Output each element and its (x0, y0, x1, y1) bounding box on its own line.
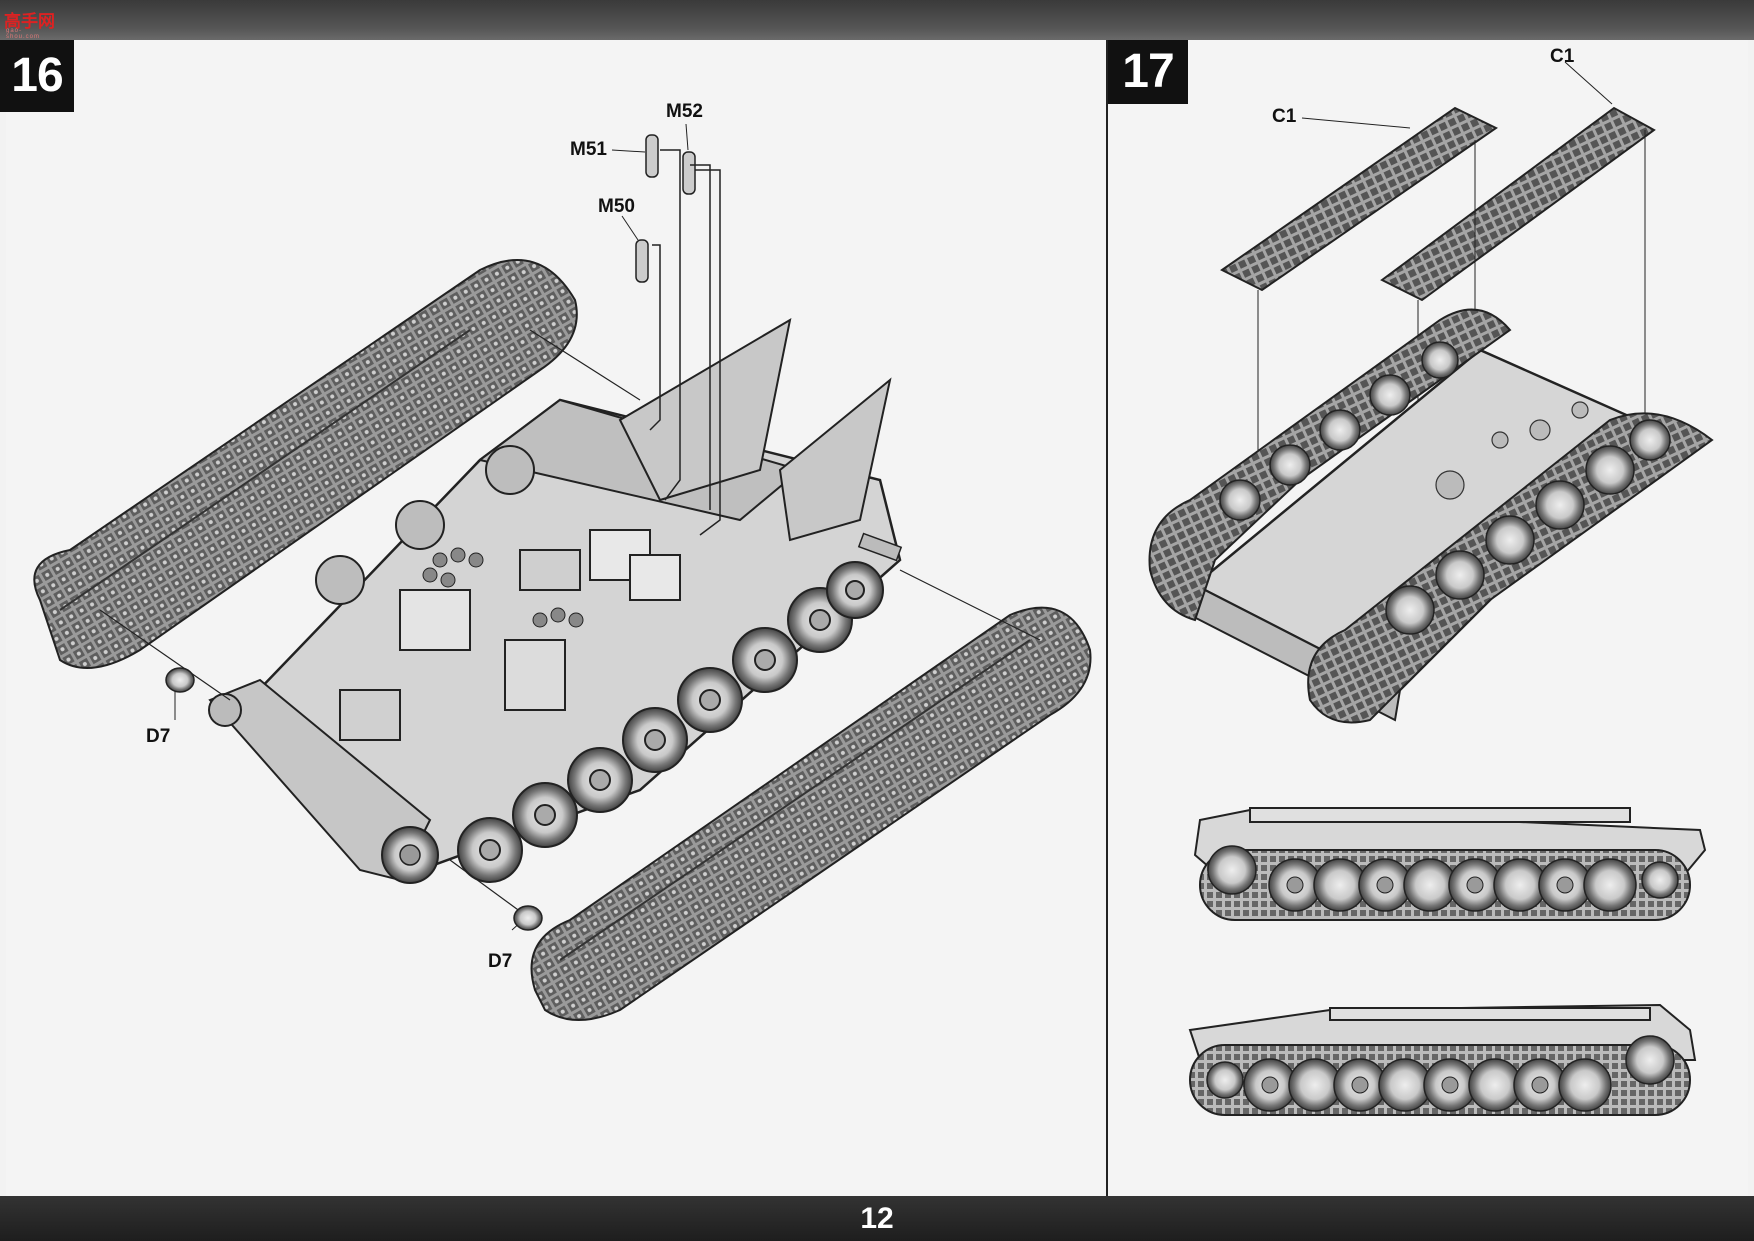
label-m52: M52 (666, 101, 703, 122)
footer-band: 12 (0, 1196, 1754, 1241)
step-16-badge: 16 (0, 40, 74, 112)
side-view-right (1193, 807, 1707, 921)
top-scan-band (0, 0, 1754, 40)
step-16-drawing (33, 123, 1092, 1021)
side-view-left (1188, 1003, 1697, 1116)
label-d7-left: D7 (146, 726, 171, 747)
page-number: 12 (860, 1201, 894, 1235)
watermark-subtext: gao-shou.com (6, 28, 41, 40)
step-17-badge: 17 (1108, 40, 1188, 104)
step-divider (1106, 40, 1108, 1196)
label-d7-right: D7 (488, 951, 513, 972)
right-track-run (530, 606, 1092, 1021)
label-c1-left: C1 (1272, 106, 1297, 127)
watermark-text: 高手网 (4, 11, 55, 31)
watermark-logo: 高手网 gao-shou.com (4, 6, 55, 41)
step-17-drawing (1148, 61, 1714, 1116)
label-m51: M51 (570, 139, 607, 160)
road-wheels-16 (315, 445, 884, 883)
left-track-run (33, 259, 578, 669)
label-m50: M50 (598, 196, 635, 217)
antenna-parts (635, 134, 721, 536)
label-c1-right: C1 (1550, 46, 1575, 67)
c1-track-right (1380, 106, 1656, 302)
c1-track-left (1220, 106, 1498, 292)
